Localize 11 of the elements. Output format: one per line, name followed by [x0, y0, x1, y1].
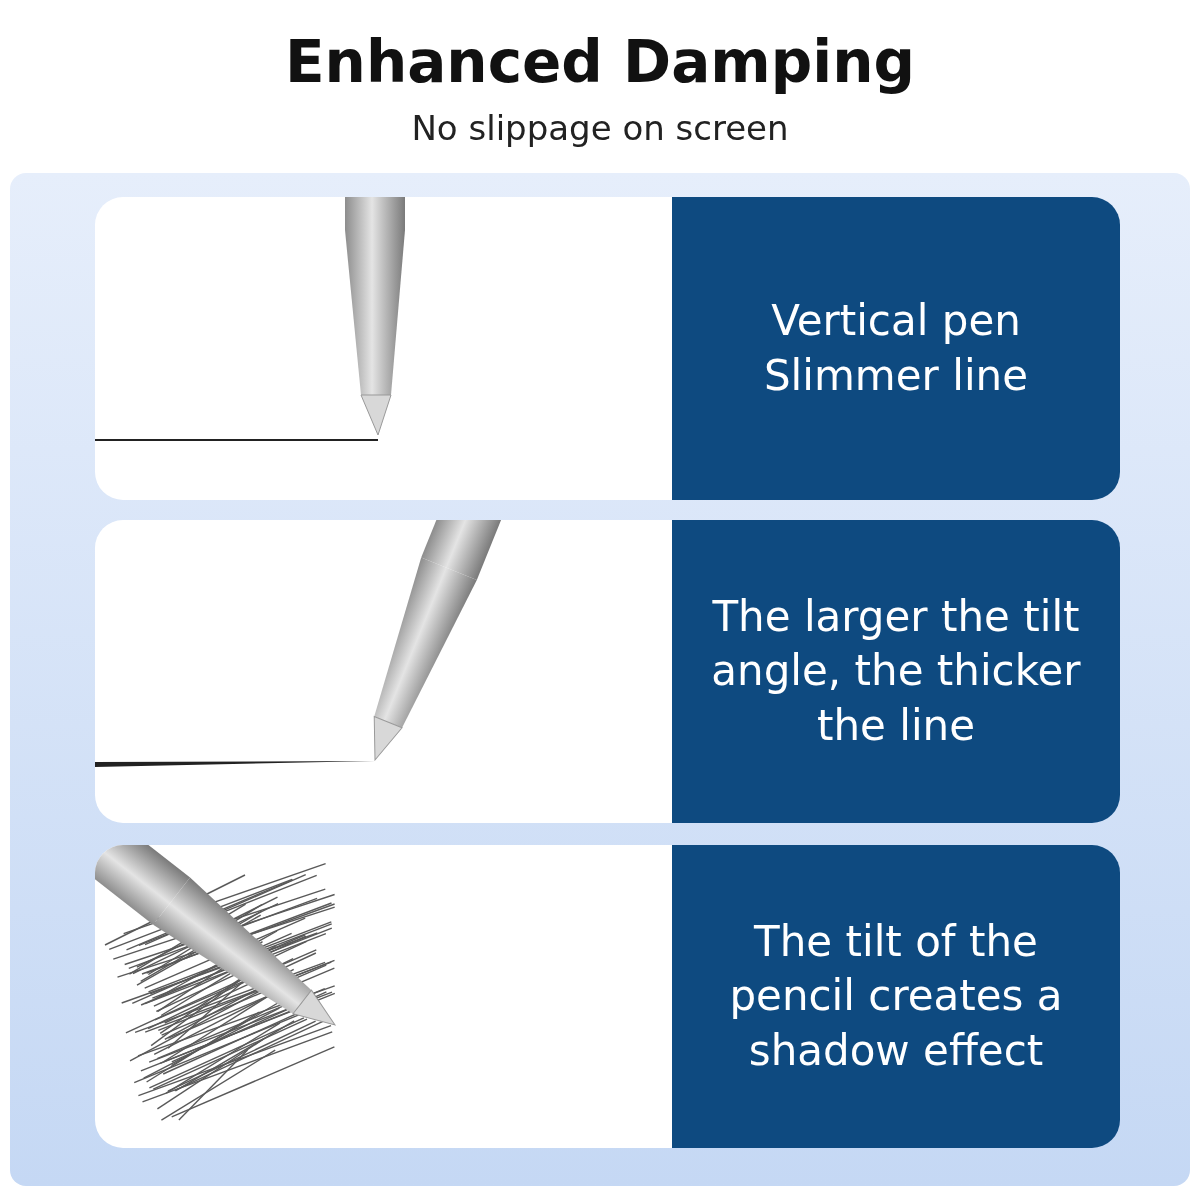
text-panel [672, 845, 1120, 1148]
text-panel [672, 197, 1120, 500]
text-panel [672, 520, 1120, 823]
image-panel [95, 845, 672, 1148]
image-panel [95, 197, 672, 500]
panel-text: The larger the tilt angle, the thicker the line [710, 590, 1082, 752]
subtitle: No slippage on screen [410, 108, 790, 148]
panel-text: Vertical pen Slimmer line [762, 294, 1030, 402]
title: Enhanced Damping [284, 28, 916, 96]
image-panel [95, 520, 672, 823]
panel-text: The tilt of the pencil creates a shadow effect [728, 915, 1064, 1077]
